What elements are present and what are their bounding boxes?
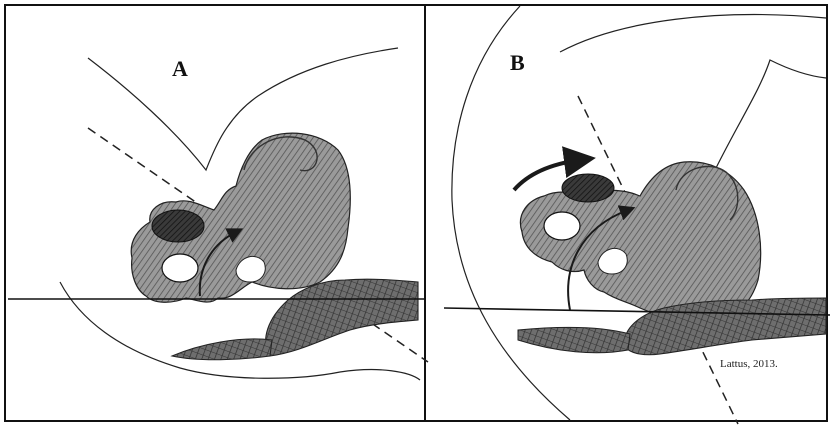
panel-a-body-outline-upper (88, 48, 398, 170)
panel-b-upper-curve (560, 15, 826, 52)
panel-b-dark-lobe (562, 174, 614, 202)
credit-text: Lattus, 2013. (720, 358, 778, 370)
panel-b-pelvis-shape (520, 162, 760, 320)
panel-a-dark-lobe (152, 210, 204, 242)
panel-b-foramen (544, 212, 580, 240)
panel-b-branch-line (716, 60, 826, 168)
panel-a-spine (266, 279, 418, 356)
panel-a-spine-tail (172, 339, 272, 360)
panel-a-foramen (162, 254, 198, 282)
panel-b-spine-tail (518, 327, 630, 352)
panel-a-drawing (8, 48, 428, 380)
panel-a-label: A (172, 56, 188, 82)
panel-b-label: B (510, 50, 525, 76)
